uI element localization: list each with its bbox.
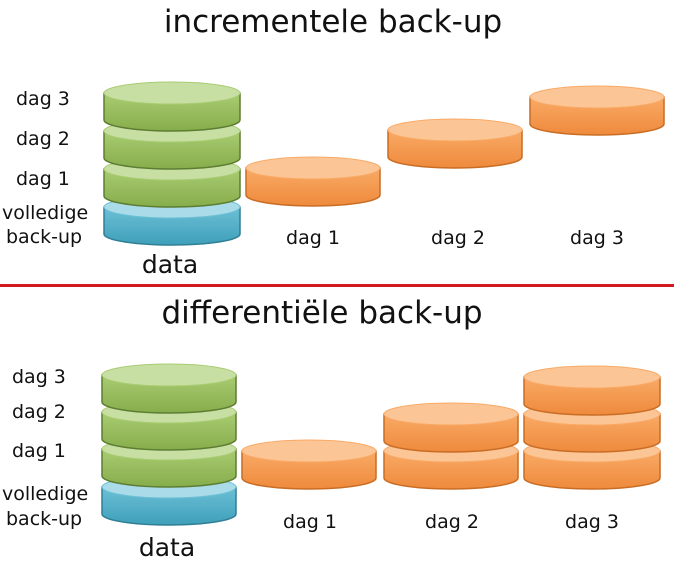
stack-label-full: volledige: [2, 483, 89, 505]
stack-label-day1: dag 1: [16, 168, 70, 190]
section-divider: [0, 284, 674, 287]
differential-title: differentiële back-up: [161, 295, 483, 331]
data-label: data: [141, 250, 199, 279]
column-label-day3: dag 3: [570, 227, 624, 249]
stack-label-backup: back-up: [6, 226, 83, 248]
column-label-day1: dag 1: [286, 227, 340, 249]
stack-label-day1: dag 1: [12, 440, 66, 462]
column-label-day2: dag 2: [431, 227, 485, 249]
column-label-day1: dag 1: [283, 511, 337, 533]
column-label-day2: dag 2: [425, 511, 479, 533]
differential-backup-disk: [523, 365, 661, 416]
stack-label-day3: dag 3: [12, 366, 66, 388]
stack-label-day3: dag 3: [16, 88, 70, 110]
differential-backup-disk: [383, 402, 519, 453]
stack-label-day2: dag 2: [16, 128, 70, 150]
incremental-backup-disk: [387, 118, 523, 169]
stack-label-full: volledige: [2, 202, 89, 224]
differential-backup-disk: [241, 439, 377, 490]
day3-disk: [101, 363, 237, 414]
incremental-backup-disk: [529, 85, 665, 136]
incremental-backup-disk: [245, 156, 381, 207]
data-label: data: [138, 533, 196, 562]
stack-label-day2: dag 2: [12, 401, 66, 423]
incremental-title: incrementele back-up: [163, 4, 503, 40]
day3-disk: [103, 81, 241, 132]
stack-label-backup: back-up: [6, 508, 83, 530]
column-label-day3: dag 3: [565, 511, 619, 533]
